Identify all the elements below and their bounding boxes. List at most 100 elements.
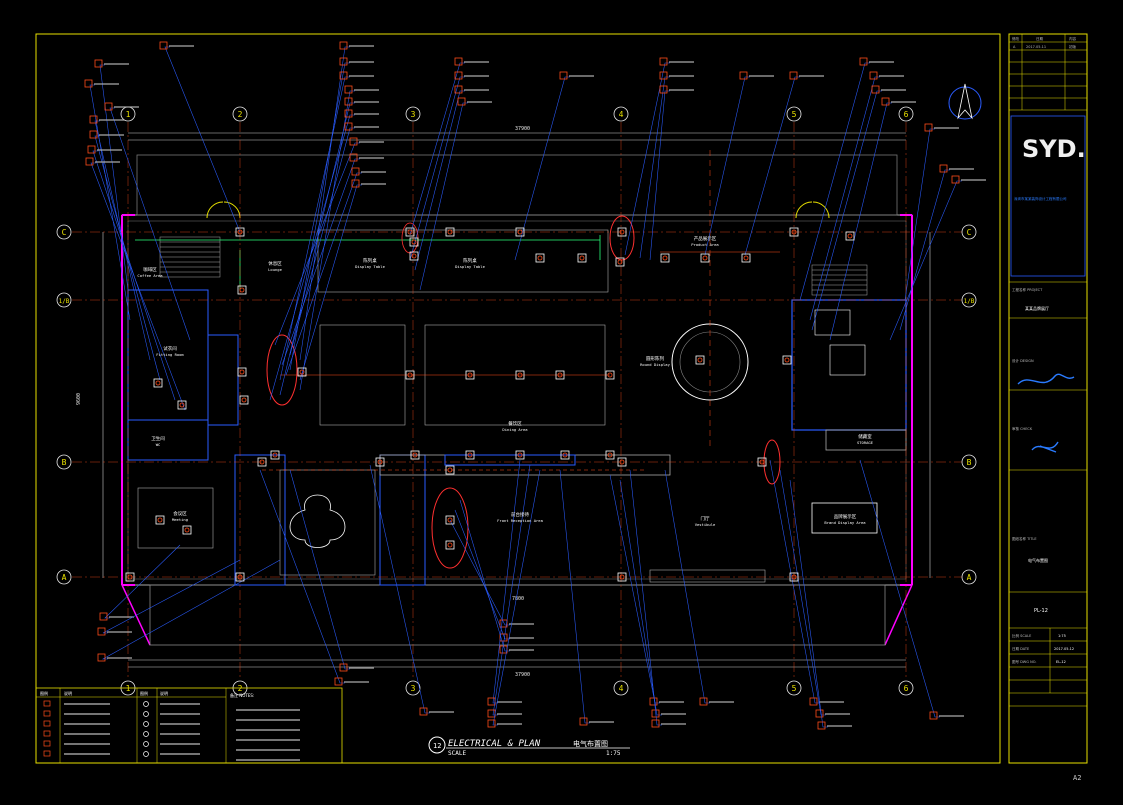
fixture-light-24 [619,574,625,580]
callout-tag-31 [871,85,880,94]
callout-tag-19 [454,57,463,66]
room-label-en-dining: Dining Area [502,427,527,432]
callout-tag-5 [89,130,98,139]
leader-line-3 [109,107,191,341]
legend-header-4: 说明 [160,690,168,696]
legend-symbol-right-5 [143,751,149,757]
fixture-light-43 [411,253,417,259]
leader-line-46 [492,464,531,716]
leader-line-14 [289,127,355,356]
date-field-label: 日期 DATE [1012,646,1029,651]
grid-label-col-5: 5 [792,684,797,693]
legend-symbol-right-0 [143,701,149,707]
leader-line-4 [94,120,151,361]
callout-tag-0 [159,41,168,50]
grid-label-row-A: A [967,573,972,582]
fixture-box-44 [535,253,545,263]
leader-line-34 [899,169,950,331]
leader-line-39 [449,519,510,626]
sheet-frame [35,33,1001,764]
callout-tag-48 [579,717,588,726]
room-label-cn-product-area: 产品展示区 [694,235,717,242]
legend-rows [43,700,300,761]
callout-tag-6 [87,145,96,154]
callout-tag-42 [339,663,348,672]
leader-line-16 [281,158,360,366]
leader-line-17 [285,172,362,376]
fixture-light-31 [662,255,668,261]
storage-counter [825,429,907,451]
fixture-light-32 [697,357,703,363]
leader-line-26 [649,90,670,261]
callout-tag-35 [951,175,960,184]
fixture-box-38 [445,465,455,475]
fixture-light-19 [607,452,613,458]
leader-line-10 [279,76,350,381]
drawing-title-block: 12 ELECTRICAL & PLAN 电气布置图 SCALE 1:75 [428,736,630,757]
fixture-light-23 [759,459,765,465]
fixture-box-30 [741,253,751,263]
leader-line-20 [409,76,465,261]
highlight-ellipse-2 [431,487,469,569]
legend-symbol-right-4 [143,741,149,747]
room-label-en-brand-display: Brand Display Area [824,520,865,525]
callout-tag-51 [651,719,660,728]
grid-bubble-col-5 [786,106,802,122]
room-label-en-wc: WC [156,442,161,447]
fixture-light-3 [517,229,523,235]
leader-line-29 [799,62,870,301]
leader-line-52 [664,469,710,704]
stair-left [159,236,221,278]
leader-line-8 [299,46,350,361]
grid-label-col-3: 3 [411,684,416,693]
drawing-name-label: 图纸名称 TITLE [1012,536,1037,541]
logo-panel [1010,115,1086,277]
callout-tag-9 [339,57,348,66]
fixture-box-26 [235,572,245,582]
plan-number: 12 [433,742,441,750]
fixture-light-39 [447,517,453,523]
leader-line-1 [99,64,129,291]
fixture-box-23 [757,457,767,467]
fixture-box-33 [782,355,792,365]
dim-left-total: 9600 [76,393,82,405]
leader-line-24 [624,62,670,256]
toilet-partition [207,334,239,426]
leader-line-42 [289,469,350,670]
callout-tag-54 [815,709,824,718]
callout-tag-2 [84,79,93,88]
fixture-light-10 [467,372,473,378]
grid-label-col-1: 1 [126,110,131,119]
fixture-light-7 [239,369,245,375]
fixture-light-6 [239,287,245,293]
grid-bubble-row-A [961,569,977,585]
leader-line-40 [454,509,510,640]
grid-bubble-col-5 [786,680,802,696]
callout-tag-8 [339,41,348,50]
grid-bubble-col-6 [898,680,914,696]
callout-tag-14 [344,122,353,131]
leader-line-6 [92,150,176,401]
fixture-box-5 [789,227,799,237]
title-block: 修改 日期 内容 A 2017.05.11 初版 SYD. 深圳市某某装饰设计工… [1009,34,1087,707]
scale-label: SCALE [448,750,466,757]
grid-bubble-col-2 [232,106,248,122]
room-label-en-round-display: Round Display [640,362,670,367]
leader-line-30 [809,76,880,321]
fixture-box-40 [445,540,455,550]
grid-bubble-row-B [56,454,72,470]
room-label-cn-fitting-room: 试衣间 [163,345,177,352]
sheet-size-label: A2 [1073,774,1081,782]
fixture-box-2 [445,227,455,237]
fixture-light-26 [237,574,243,580]
grid-label-row-C: C [62,228,67,237]
grid-label-row-A: A [62,573,67,582]
room-label-cn-reception: 前台接待 [511,511,529,518]
grid-bubble-row-B [961,454,977,470]
fixture-box-43 [409,251,419,261]
legend-header-3: 图例 [140,690,148,696]
room-label-en-table-cn-2: Display Table [455,264,485,269]
